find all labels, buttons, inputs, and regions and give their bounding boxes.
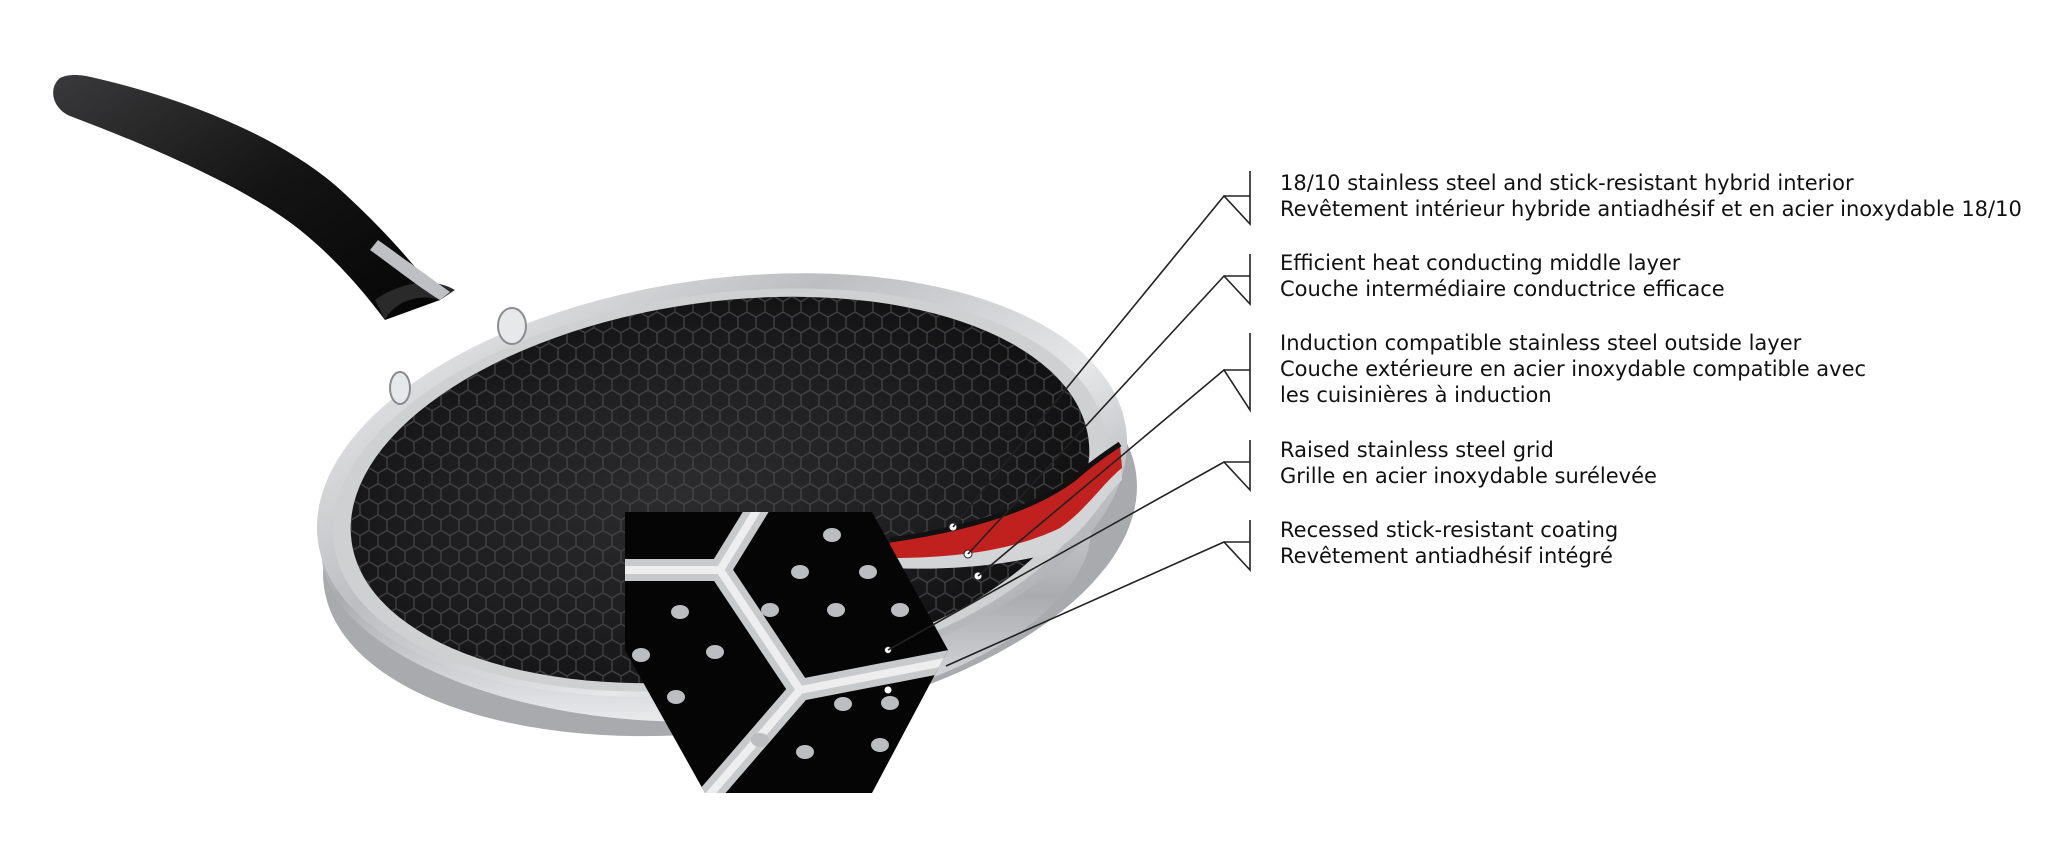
leader-line-5 xyxy=(945,520,1251,667)
callout-outside-layer-fr-line2: les cuisinières à induction xyxy=(1280,383,1552,407)
callout-raised-grid-fr: Grille en acier inoxydable surélevée xyxy=(1280,464,1657,488)
leader-line-3 xyxy=(977,333,1251,577)
callout-outside-layer-en: Induction compatible stainless steel out… xyxy=(1280,331,1802,355)
callout-recessed-coating-fr: Revêtement antiadhésif intégré xyxy=(1280,544,1613,568)
magnified-grid-detail xyxy=(625,512,948,793)
handle xyxy=(53,75,455,320)
callout-recessed-coating: Recessed stick-resistant coating Revêtem… xyxy=(1280,517,1618,569)
callout-interior: 18/10 stainless steel and stick-resistan… xyxy=(1280,170,2022,222)
callout-interior-en: 18/10 stainless steel and stick-resistan… xyxy=(1280,171,1854,195)
callout-raised-grid-en: Raised stainless steel grid xyxy=(1280,438,1554,462)
callout-middle-layer: Efficient heat conducting middle layer C… xyxy=(1280,250,1725,302)
leader-line-1 xyxy=(952,171,1251,528)
callout-raised-grid: Raised stainless steel grid Grille en ac… xyxy=(1280,437,1657,489)
callout-middle-layer-fr: Couche intermédiaire conductrice efficac… xyxy=(1280,277,1725,301)
callout-middle-layer-en: Efficient heat conducting middle layer xyxy=(1280,251,1681,275)
callout-outside-layer-fr: Couche extérieure en acier inoxydable co… xyxy=(1280,357,1867,381)
leader-line-4 xyxy=(887,440,1251,651)
leader-lines xyxy=(887,171,1251,667)
callout-interior-fr: Revêtement intérieur hybride antiadhésif… xyxy=(1280,197,2022,221)
callout-outside-layer: Induction compatible stainless steel out… xyxy=(1280,330,1866,408)
callout-recessed-coating-en: Recessed stick-resistant coating xyxy=(1280,518,1619,542)
leader-line-2 xyxy=(967,254,1251,555)
